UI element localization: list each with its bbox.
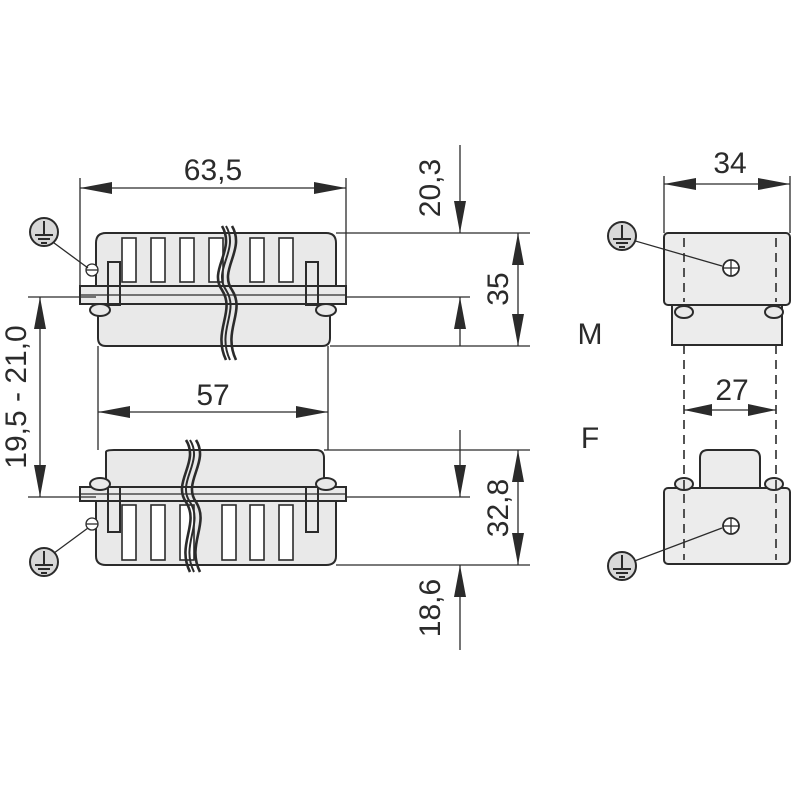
female-connector-front [79,439,347,573]
dimension-side-width-inner [683,345,777,494]
dimension-female-height [324,430,530,650]
label-female: F [581,422,599,455]
dim-label-35: 35 [482,272,515,305]
ground-symbol-icon [29,217,89,269]
label-male: M [578,318,603,351]
male-connector-side [663,232,791,346]
dim-label-63-5: 63,5 [184,154,242,187]
dim-label-57: 57 [196,379,229,412]
female-connector-side [663,449,791,565]
dimension-width-total [79,178,347,300]
dim-label-18-6: 18,6 [414,579,447,637]
male-connector-front [79,225,347,361]
dimension-side-width-outer [663,176,791,233]
dim-label-34: 34 [713,147,746,180]
ground-symbol-icon [607,527,723,581]
dim-label-32-8: 32,8 [482,479,515,537]
dim-label-27: 27 [715,374,748,407]
ground-symbol-icon [607,221,723,267]
dimension-width-inner [97,346,329,450]
dimension-male-height [330,145,530,347]
dim-label-20-3: 20,3 [414,159,447,217]
dim-label-mating-range: 19,5 - 21,0 [0,325,33,468]
ground-symbol-icon [29,527,89,577]
dimension-mating-range [28,296,96,498]
